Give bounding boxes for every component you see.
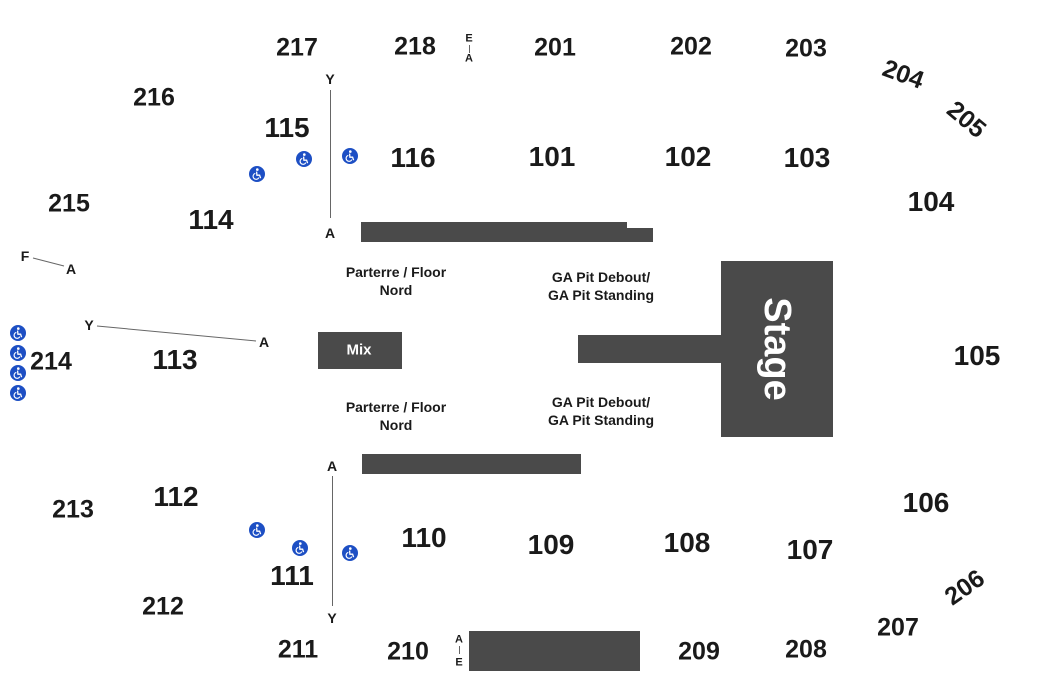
zone-floor-north-line1: Parterre / Floor (345, 264, 447, 280)
zone-floor-south-line1: Parterre / Floor (345, 399, 447, 415)
section-217[interactable]: 217 (276, 33, 318, 62)
wheelchair-icon[interactable] (249, 522, 265, 538)
wheelchair-icon[interactable] (292, 540, 308, 556)
section-115[interactable]: 115 (264, 112, 310, 143)
zone-floor-south[interactable]: Parterre / Floor Nord (346, 398, 446, 434)
row-marker-bottom-e: E (455, 656, 463, 669)
wheelchair-icon[interactable] (10, 325, 26, 341)
floor-barrier-bottom (469, 631, 640, 671)
wheelchair-icon[interactable] (10, 345, 26, 361)
section-103[interactable]: 103 (783, 142, 831, 173)
zone-ga-pit-south-line1: GA Pit Debout/ (551, 394, 651, 410)
wheelchair-icon[interactable] (342, 545, 358, 561)
zone-ga-pit-south-line2: GA Pit Standing (547, 412, 655, 428)
floor-barrier-north-ext (627, 228, 653, 242)
row-marker-fa: A (65, 261, 77, 277)
row-marker-mid-y: Y (84, 317, 94, 333)
section-104[interactable]: 104 (907, 186, 955, 217)
section-213[interactable]: 213 (52, 495, 94, 524)
section-112[interactable]: 112 (153, 481, 199, 512)
row-line-left-bottom (332, 476, 333, 606)
section-204[interactable]: 204 (878, 54, 928, 95)
section-215[interactable]: 215 (48, 189, 90, 218)
row-marker-mid-a: A (258, 334, 270, 350)
section-209[interactable]: 209 (678, 637, 720, 666)
mix-position[interactable] (318, 332, 402, 369)
section-214[interactable]: 214 (30, 347, 72, 376)
section-102[interactable]: 102 (664, 141, 712, 172)
row-marker-left-a-bottom: A (326, 458, 338, 474)
section-107[interactable]: 107 (786, 534, 834, 565)
stage[interactable] (721, 261, 833, 437)
row-marker-bottom-a: A (455, 633, 463, 646)
row-marker-left-y-bottom: Y (327, 610, 337, 626)
zone-floor-south-line2: Nord (379, 417, 413, 433)
section-111[interactable]: 111 (270, 560, 314, 591)
floor-barrier-north (361, 222, 627, 242)
row-line-left-top (330, 90, 331, 218)
row-marker-left-a-top: A (324, 225, 336, 241)
section-113[interactable]: 113 (152, 344, 198, 375)
wheelchair-icon[interactable] (10, 385, 26, 401)
section-101[interactable]: 101 (528, 141, 576, 172)
section-205[interactable]: 205 (941, 95, 992, 144)
section-216[interactable]: 216 (133, 83, 175, 112)
zone-ga-pit-north[interactable]: GA Pit Debout/ GA Pit Standing (548, 268, 654, 304)
section-207[interactable]: 207 (877, 613, 919, 642)
section-210[interactable]: 210 (387, 637, 429, 666)
row-line-f (32, 257, 65, 267)
wheelchair-icon[interactable] (342, 148, 358, 164)
mix-label: Mix (346, 341, 372, 359)
row-marker-left-y-top: Y (325, 71, 335, 87)
zone-ga-pit-north-line2: GA Pit Standing (547, 287, 655, 303)
wheelchair-icon[interactable] (10, 365, 26, 381)
section-116[interactable]: 116 (390, 142, 436, 173)
row-marker-top-e: E (465, 32, 473, 45)
row-line-top (469, 45, 470, 53)
section-108[interactable]: 108 (663, 527, 711, 558)
floor-barrier-south (362, 454, 581, 474)
section-109[interactable]: 109 (527, 529, 575, 560)
row-marker-f: F (20, 248, 30, 264)
zone-ga-pit-north-line1: GA Pit Debout/ (551, 269, 651, 285)
stage-label: Stage (756, 297, 798, 401)
zone-ga-pit-south[interactable]: GA Pit Debout/ GA Pit Standing (548, 393, 654, 429)
section-208[interactable]: 208 (785, 635, 827, 664)
row-line-bottom (459, 646, 460, 654)
section-110[interactable]: 110 (401, 522, 447, 553)
wheelchair-icon[interactable] (249, 166, 265, 182)
section-218[interactable]: 218 (394, 32, 436, 61)
section-106[interactable]: 106 (902, 487, 950, 518)
section-203[interactable]: 203 (785, 34, 827, 63)
section-212[interactable]: 212 (142, 592, 184, 621)
zone-floor-north[interactable]: Parterre / Floor Nord (346, 263, 446, 299)
catwalk (578, 335, 723, 363)
zone-floor-north-line2: Nord (379, 282, 413, 298)
wheelchair-icon[interactable] (296, 151, 312, 167)
section-211[interactable]: 211 (277, 635, 319, 664)
section-202[interactable]: 202 (670, 32, 712, 61)
section-105[interactable]: 105 (953, 340, 1001, 371)
section-114[interactable]: 114 (188, 204, 234, 235)
section-206[interactable]: 206 (939, 564, 990, 612)
row-marker-top-a: A (465, 52, 473, 65)
row-line-mid (96, 325, 257, 342)
section-201[interactable]: 201 (534, 33, 576, 62)
